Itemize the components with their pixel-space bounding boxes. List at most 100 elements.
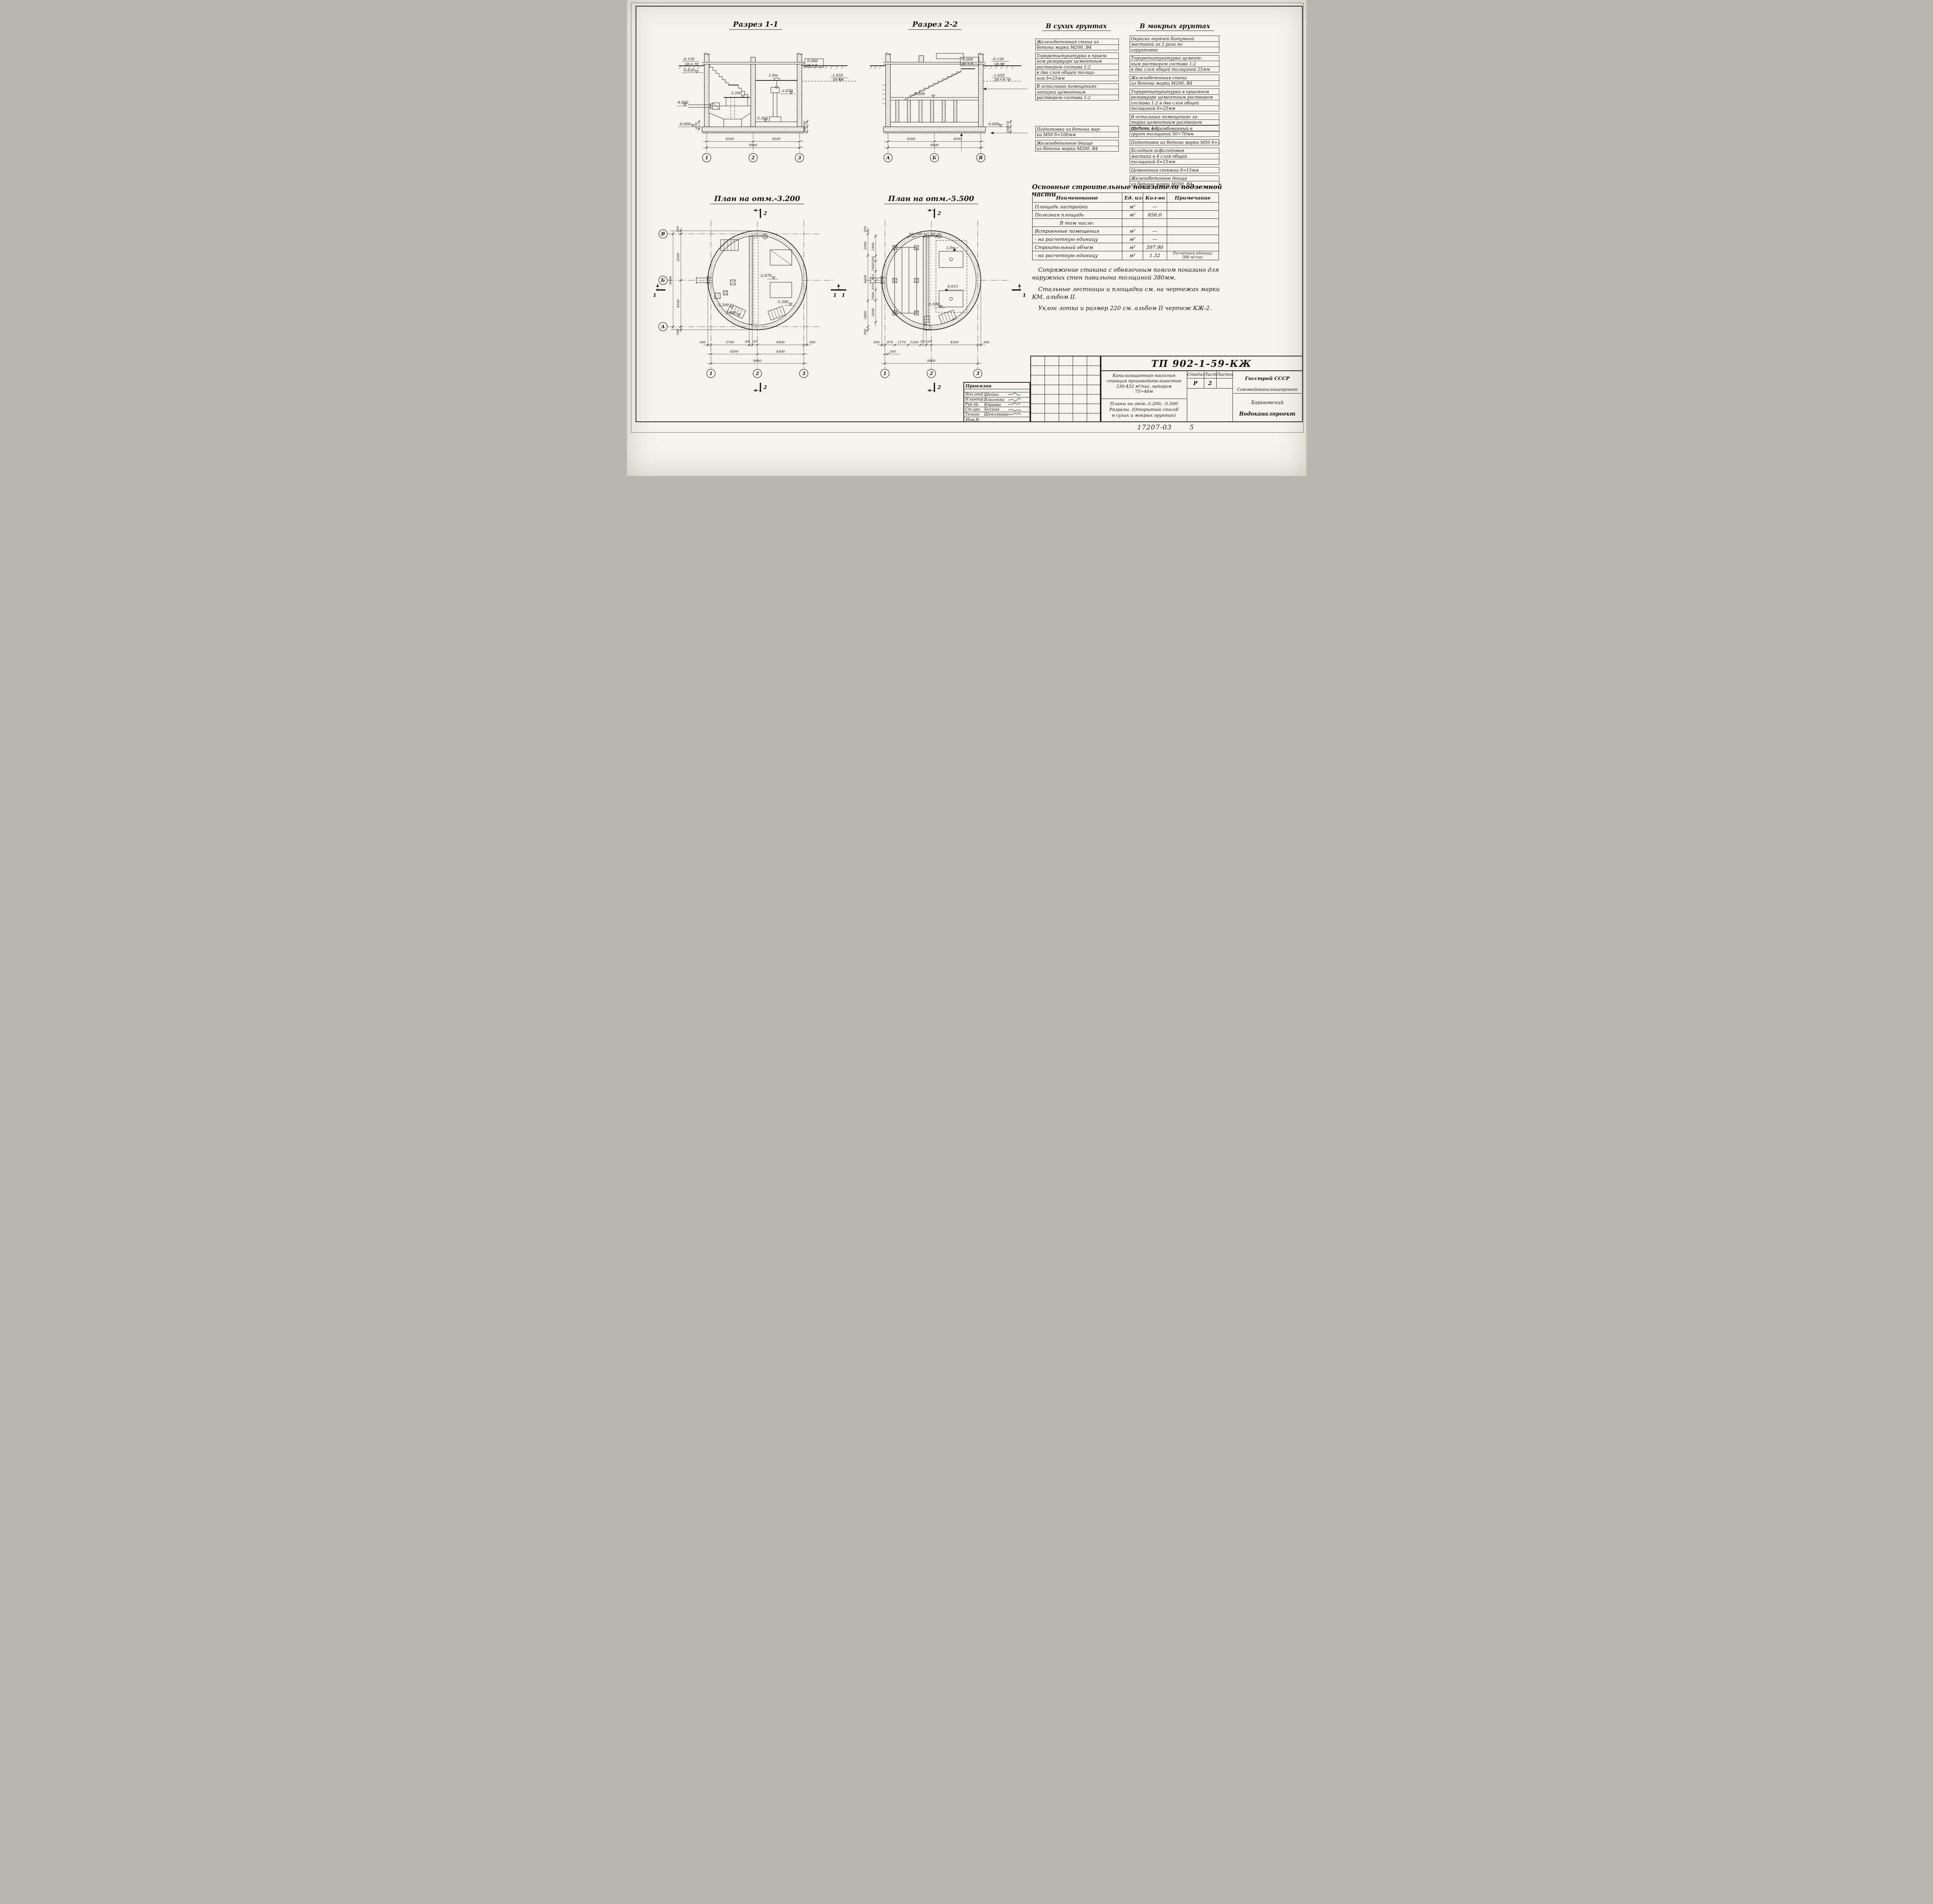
table-row: - на расчетную единицу м² — [1032, 235, 1219, 243]
cut-label: 1 [833, 293, 837, 298]
elevation-labels: 0.000 ур.ч.п. -0.150 ур.з. -1.650 ур.г.в… [913, 57, 1021, 127]
org-line: Госстрой СССР [1234, 375, 1301, 381]
note-group: Холодная асфальтовая мастика в 4 слоя об… [1129, 147, 1219, 165]
cell-qty [1142, 218, 1167, 227]
dim-label: 4500 [677, 299, 680, 308]
spec-note-line: тирка цементным раствором [1130, 120, 1219, 125]
spec-note-line: в два слоя общей толщиной 25мм [1130, 67, 1219, 72]
table-row: - на расчетную единицу м³ 1.32 Расчетная… [1032, 251, 1219, 260]
sheets-label: Листов [1216, 372, 1232, 377]
elevation-label: -5.300 [777, 300, 788, 304]
vertical-dimensions: 670 300 [1006, 120, 1012, 134]
vertical-dimensions: 670 500 300 [695, 120, 808, 134]
cell-unit: м³ [1122, 243, 1143, 251]
cut-label: 2 [937, 385, 941, 390]
cell-unit: м² [1122, 227, 1143, 235]
project-name: Канализационная насосная станция произво… [1101, 371, 1187, 399]
table-row: Встроенные помещения м² — [1032, 227, 1219, 235]
cell-name: - на расчетную единицу [1032, 251, 1122, 260]
dim-label: 300 [745, 340, 750, 343]
section-cut-marks: 2 2 1 1 [653, 209, 845, 392]
signer-row: Техник Шевлякова [964, 412, 1030, 417]
note-group: Железобетонное днище из бетона марки М20… [1129, 175, 1219, 187]
wet-soils-heading: В мокрых грунтах [1130, 22, 1220, 31]
table-row: Строительный объем м³ 397.90 [1032, 243, 1219, 251]
signer-role: Рук.гр. [965, 402, 979, 407]
stage-label: Стадия [1187, 371, 1204, 378]
dim-label: 4500 [677, 253, 680, 262]
privyazan-label: Привязан [965, 383, 992, 389]
stairs [709, 64, 750, 106]
cut-label: 2 [937, 211, 941, 216]
spec-note-line: бетона марки М200, В4 [1035, 45, 1118, 50]
cell-note [1166, 218, 1219, 227]
axis-bubble-label: 3 [798, 155, 801, 160]
signer-role: Техник [965, 412, 980, 417]
dim-label: 2090 [864, 241, 868, 250]
elevation-label: -1.650 [993, 73, 1004, 78]
structure-walls [701, 52, 805, 133]
elevation-labels: -0.150 ур.з. -0.830 -4.000 -6.000 0.000 … [676, 57, 856, 127]
sheet-label: Лист [1204, 371, 1217, 378]
spec-note-line: ной δ=25мм [1035, 75, 1118, 81]
axis-bubble-label: 2 [755, 371, 759, 376]
note-group: Железобетонная стена из бетона марки М20… [1129, 75, 1219, 86]
spec-note-line: толщиной δ=25мм [1130, 106, 1219, 111]
elevation-label: -6.000 [679, 122, 690, 126]
elevation-label: -0.830 [683, 68, 694, 73]
spec-note-line: ки М50 δ=100мм [1035, 132, 1118, 138]
note-group: Железобетонная стена из бетона марки М20… [1035, 39, 1119, 50]
dim-label: 9000 [930, 143, 939, 147]
dim-label: 9000 [927, 359, 936, 363]
elevation-label: -0.150 [683, 57, 694, 61]
elevation-label: -3.200 [717, 303, 729, 307]
spec-note-line: ным раствором состава 1:2 [1130, 61, 1219, 67]
wet-well-equipment [696, 239, 746, 319]
dim-label: 9000 [749, 143, 757, 147]
elevation-label: ур.з. [685, 62, 694, 66]
signer-row: Ст.арх. Хесина [964, 407, 1030, 413]
dry-soils-heading-text: В сухих грунтах [1042, 22, 1111, 31]
dim-label: 500 [871, 256, 875, 263]
signer-name: Хесина [984, 407, 1000, 412]
dim-label: 750 [930, 233, 936, 236]
elevation-label: ур.ч.п. [806, 63, 819, 67]
elevation-label: ур.г.в. [994, 77, 1006, 82]
signature-mark [1008, 393, 1021, 396]
title-block-names: Канализационная насосная станция произво… [1101, 371, 1187, 421]
cut-label: 2 [763, 211, 767, 216]
cell-note [1166, 202, 1219, 211]
note-group: Щебень, втрамбованный в грунт толщиной 5… [1129, 125, 1219, 137]
cell-qty: — [1142, 202, 1167, 211]
spec-note-line: Окраска горячей битумной [1130, 36, 1219, 42]
dim-label: 260 [889, 350, 896, 354]
plan-elevation-marks: -2.870 -5.300 -3.200 3.000 [717, 274, 795, 317]
inlet-pipe [688, 102, 719, 110]
axis-bubble-label: В [978, 155, 982, 160]
dim-label: 300 [864, 226, 868, 232]
table-header-row: Наименование Ед. изм. Кол-во Примечание [1032, 193, 1219, 203]
dim-label: 300 [983, 341, 989, 344]
spec-note-line: толщиной δ=15мм [1130, 159, 1219, 165]
plan-elevation-marks: 1.0т 0.015 -5.500 [927, 246, 965, 308]
cell-note [1166, 227, 1219, 235]
approval-block: Привязан Нач.отд. Шейко Н.контр. Власенк… [963, 382, 1030, 422]
org-text: Госстрой [1245, 375, 1273, 381]
dim-label: 425 [923, 233, 929, 236]
note-group: Цементная стяжка δ=15мм [1129, 167, 1219, 173]
bottom-dimensions: 4500 4500 9000 А Б В [883, 133, 985, 162]
dim-label: 3700 [726, 341, 734, 344]
dry-soil-floor-notes: Подготовка из бетона мар- ки М50 δ=100мм… [1035, 126, 1119, 154]
archive-number-text: 17207-03 [1137, 424, 1172, 431]
signer-name: Юрьева [984, 402, 1001, 407]
dim-label: 1000 [871, 292, 875, 300]
dim-label: 500 [752, 340, 758, 343]
top-dimensions: 500 1000 425 750 [906, 233, 943, 238]
plan-5500-title: План на отм.-5.500 [881, 194, 982, 204]
wet-soil-notes: Окраска горячей битумной мастикой за 2 р… [1129, 36, 1219, 133]
spec-note-line: Торкретштукатурка в прием- [1035, 53, 1118, 59]
dim-label: 970 [886, 341, 893, 344]
signature-mark [1008, 409, 1021, 411]
dim-label: 4500 [776, 341, 785, 344]
spec-note-line: состава 1:2 [1130, 125, 1219, 131]
